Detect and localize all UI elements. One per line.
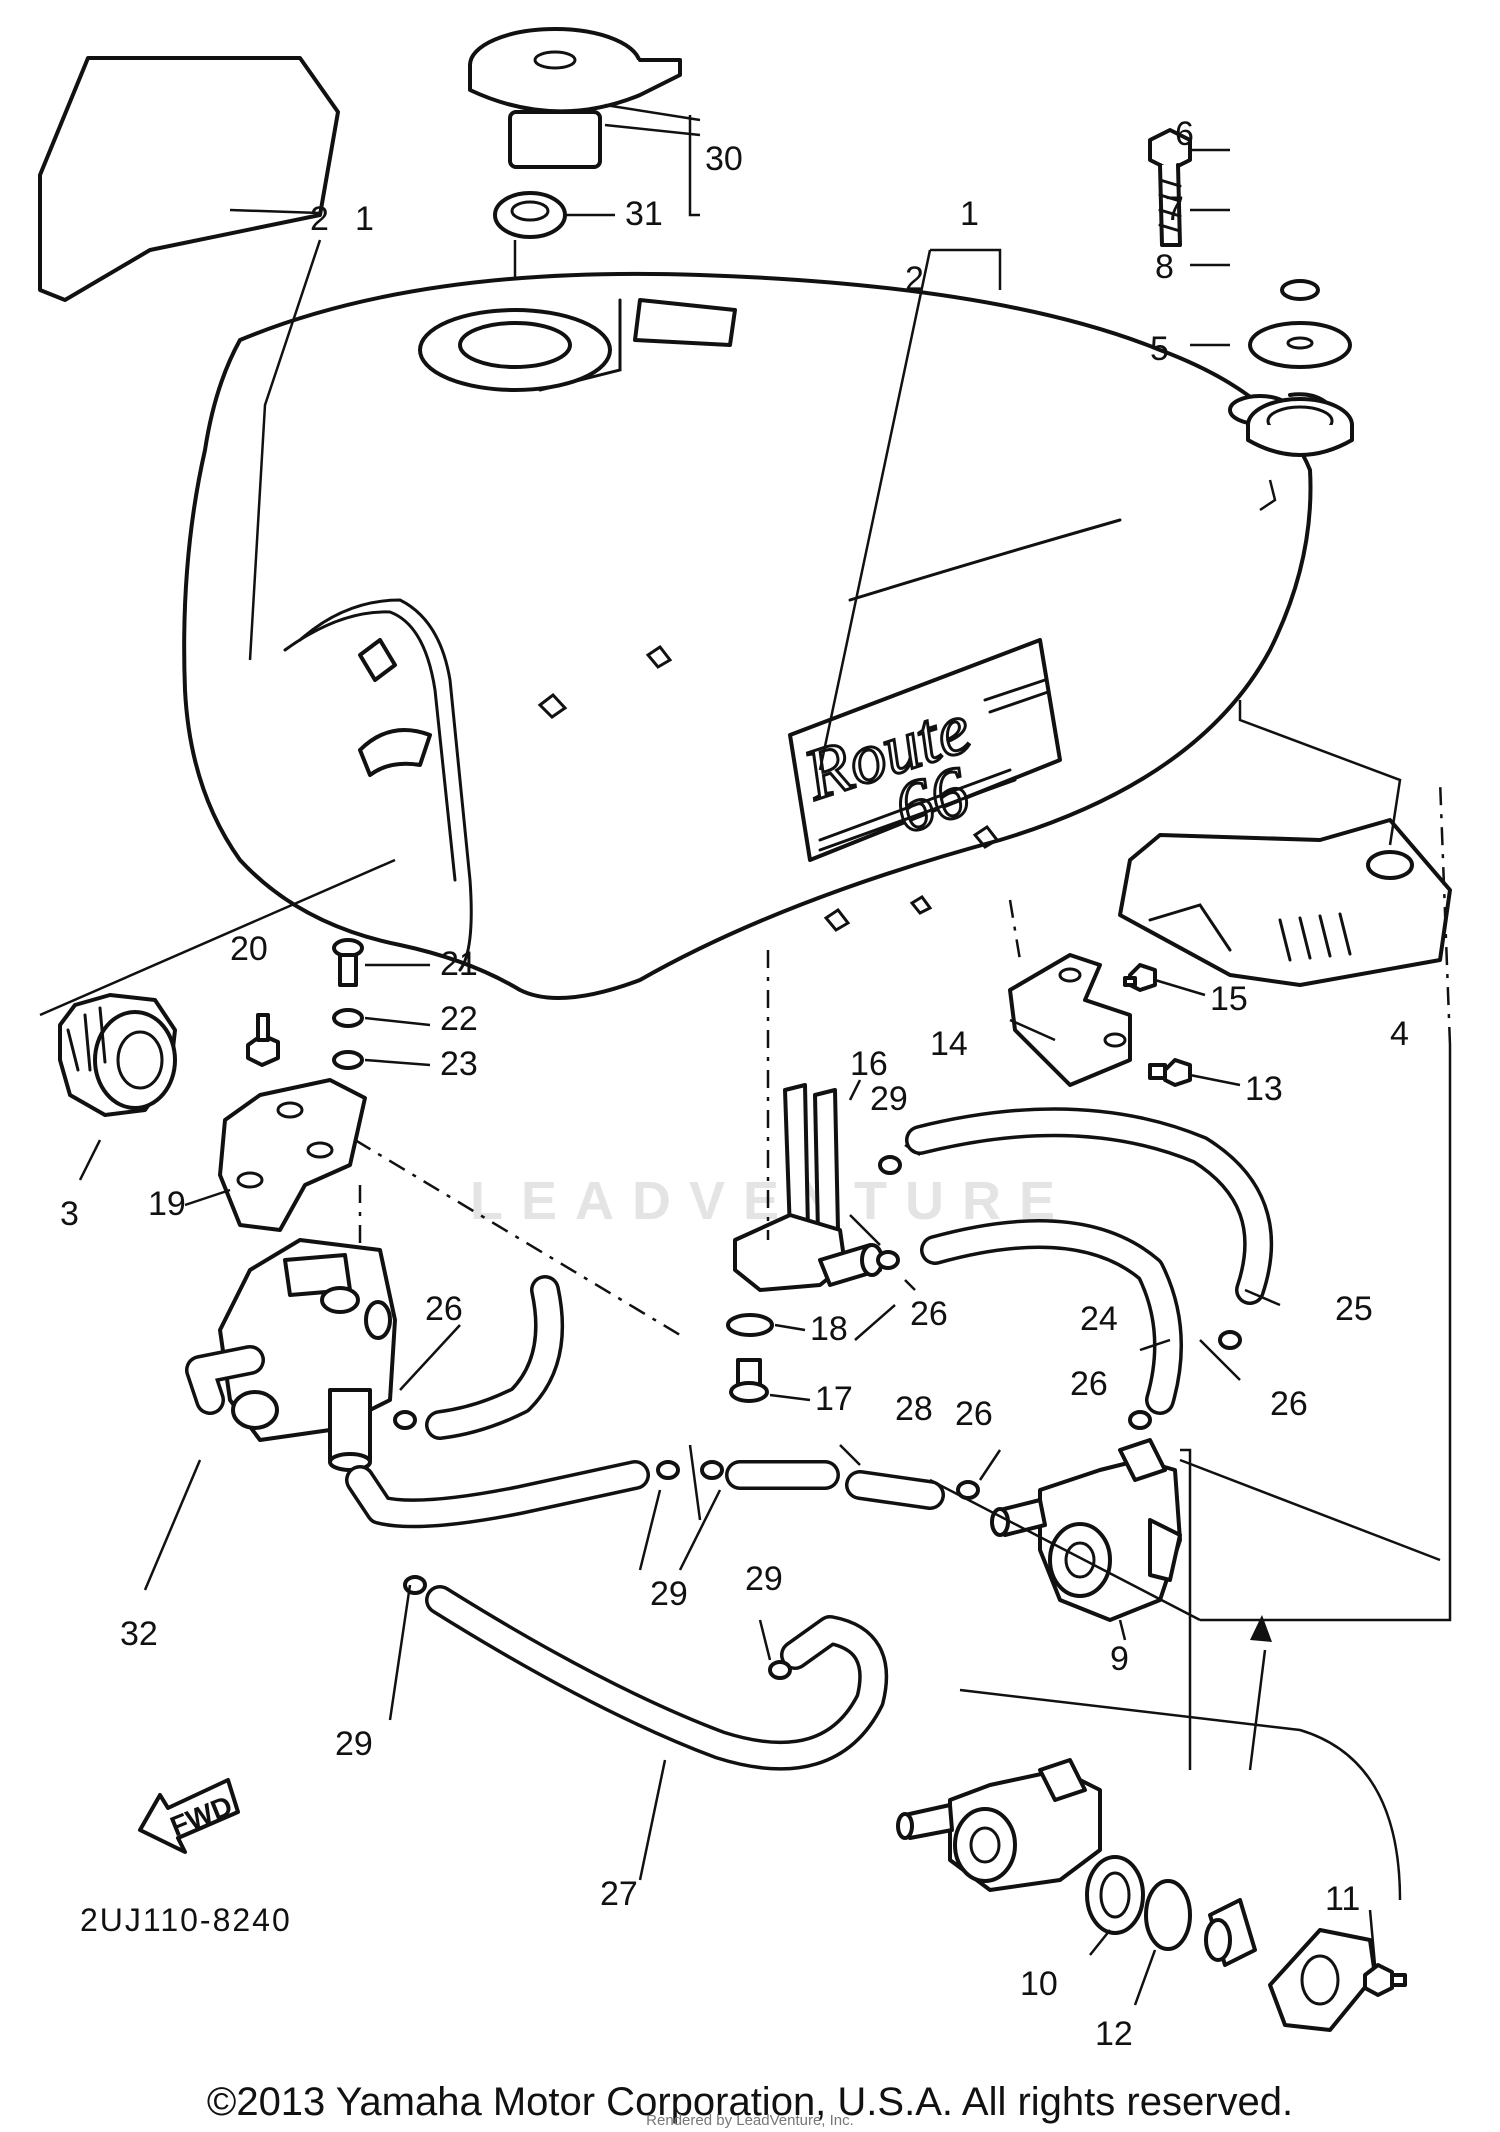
callout-26-b: 26 bbox=[910, 1295, 948, 1333]
callout-30: 30 bbox=[705, 140, 743, 178]
bolt-13-part bbox=[1148, 1058, 1192, 1087]
callout-1-tank: 1 bbox=[960, 195, 979, 233]
fuel-cap-part bbox=[468, 27, 701, 169]
callout-28: 28 bbox=[895, 1390, 933, 1428]
callout-20: 20 bbox=[230, 930, 268, 968]
callout-7: 7 bbox=[1165, 190, 1184, 228]
hose-25 bbox=[905, 1107, 1274, 1305]
bolt-21-part bbox=[332, 938, 364, 987]
pump-body-exploded-part bbox=[896, 1758, 1102, 1892]
callout-9: 9 bbox=[1110, 1640, 1129, 1678]
callout-26-c: 26 bbox=[1070, 1365, 1108, 1403]
rear-bracket-part bbox=[1118, 818, 1452, 987]
callout-29-a: 29 bbox=[870, 1080, 908, 1118]
callout-2: 2 bbox=[310, 200, 329, 238]
callout-18: 18 bbox=[810, 1310, 848, 1348]
callout-26-e: 26 bbox=[955, 1395, 993, 1433]
callout-10: 10 bbox=[1020, 1965, 1058, 2003]
callout-22: 22 bbox=[440, 1000, 478, 1038]
callout-13: 13 bbox=[1245, 1070, 1283, 1108]
callout-15: 15 bbox=[1210, 980, 1248, 1018]
fuel-cock-part bbox=[733, 1079, 884, 1292]
callout-24: 24 bbox=[1080, 1300, 1118, 1338]
callout-11: 11 bbox=[1325, 1880, 1360, 1918]
cover-plate-part bbox=[1268, 1928, 1377, 2032]
callout-31: 31 bbox=[625, 195, 663, 233]
callout-8: 8 bbox=[1155, 248, 1174, 286]
screw-20-part bbox=[246, 1013, 280, 1067]
callout-4: 4 bbox=[1390, 1015, 1409, 1053]
lock-washer-part bbox=[1280, 279, 1320, 301]
callout-26-a: 26 bbox=[425, 1290, 463, 1328]
callout-21: 21 bbox=[440, 945, 478, 983]
callout-32: 32 bbox=[120, 1615, 158, 1653]
copyright-notice: ©2013 Yamaha Motor Corporation, U.S.A. A… bbox=[206, 2080, 1294, 2124]
fuel-tank-part bbox=[182, 271, 1342, 1000]
hose-clips bbox=[393, 1155, 1242, 1680]
fwd-arrow-icon: FWD bbox=[138, 1778, 240, 1854]
diaphragm-10-part bbox=[1085, 1855, 1145, 1935]
flat-washer-part bbox=[1248, 321, 1352, 369]
watermark: LEADVENTURE bbox=[470, 1171, 1074, 1231]
hose-28 bbox=[725, 1460, 945, 1510]
hose-pump-upper bbox=[425, 1275, 565, 1440]
callout-5: 5 bbox=[1150, 330, 1169, 368]
hose-main bbox=[345, 1460, 650, 1529]
callout-29-c: 29 bbox=[745, 1560, 783, 1598]
washer-18-part bbox=[726, 1313, 774, 1337]
renderer-note: Rendered by LeadVenture, Inc. bbox=[646, 2112, 854, 2129]
lock-washer-22-part bbox=[332, 1008, 364, 1028]
callout-25: 25 bbox=[1335, 1290, 1373, 1328]
callout-2-tank: 2 bbox=[905, 260, 924, 298]
bracket-19-part bbox=[218, 1078, 367, 1232]
callout-6: 6 bbox=[1175, 115, 1194, 153]
callout-1: 1 bbox=[355, 200, 374, 238]
side-panel-part bbox=[38, 56, 340, 302]
callout-labels: 2 1 1 2 3 4 5 6 7 8 9 10 11 12 13 14 15 … bbox=[60, 115, 1409, 2053]
callout-12: 12 bbox=[1095, 2015, 1133, 2053]
bracket-14-part bbox=[1008, 953, 1132, 1087]
tank-bolt-part bbox=[1148, 128, 1192, 247]
callout-14: 14 bbox=[930, 1025, 968, 1063]
callout-29-d: 29 bbox=[335, 1725, 373, 1763]
callout-29-b: 29 bbox=[650, 1575, 688, 1613]
callout-23: 23 bbox=[440, 1045, 478, 1083]
callout-26-d: 26 bbox=[1270, 1385, 1308, 1423]
screw-11-part bbox=[1363, 1963, 1407, 1997]
callout-17: 17 bbox=[815, 1380, 853, 1418]
callout-19: 19 bbox=[148, 1185, 186, 1223]
hose-24 bbox=[920, 1219, 1183, 1415]
callout-27: 27 bbox=[600, 1875, 638, 1913]
rubber-damper-part bbox=[1246, 397, 1354, 457]
bolt-15-part bbox=[1123, 963, 1157, 992]
part-code: 2UJ110-8240 bbox=[80, 1902, 292, 1938]
fuel-pump-assembly-part bbox=[185, 1238, 397, 1472]
grommet-part bbox=[58, 993, 177, 1117]
fuel-pump-9-part bbox=[990, 1438, 1182, 1622]
o-ring-12-part bbox=[1144, 1879, 1192, 1951]
valve-part bbox=[1204, 1898, 1257, 1967]
washer-23-part bbox=[332, 1050, 364, 1070]
cap-gasket-part bbox=[493, 115, 700, 340]
hose-27 bbox=[425, 1585, 889, 1771]
callout-3: 3 bbox=[60, 1195, 79, 1233]
route66-emblem: Route 66 bbox=[788, 638, 1062, 862]
screw-17-part bbox=[729, 1358, 769, 1403]
callout-16: 16 bbox=[850, 1045, 888, 1083]
